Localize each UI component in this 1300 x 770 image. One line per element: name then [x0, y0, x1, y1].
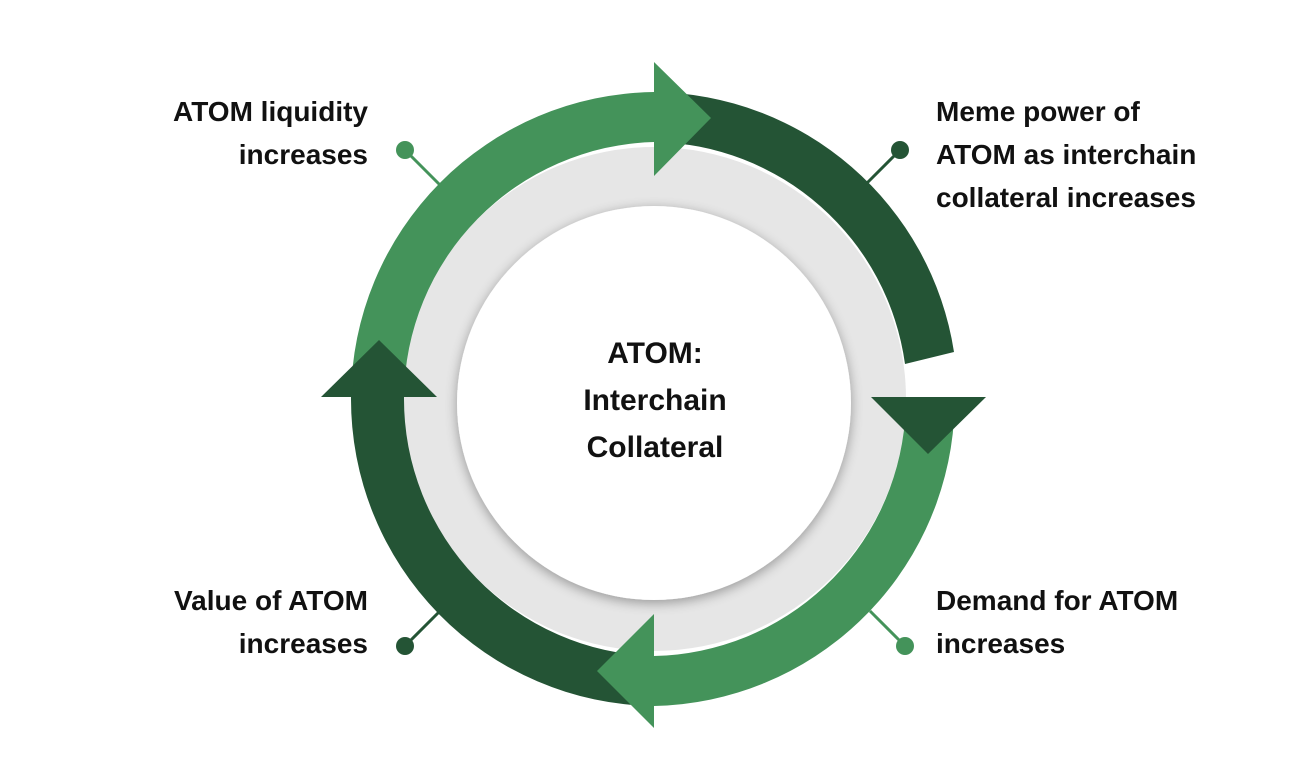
center-title-line: Interchain: [583, 384, 727, 417]
center-title: ATOM: Interchain Collateral: [505, 330, 805, 471]
arrow-head-bottom: [597, 614, 654, 728]
center-title-line: ATOM:: [607, 337, 703, 370]
arrow-head-left: [321, 340, 437, 397]
connector-top-left: [396, 141, 442, 187]
step-label-line: increases: [238, 628, 368, 659]
arrow-head-right: [871, 397, 986, 454]
step-label-line: ATOM liquidity: [173, 96, 368, 127]
step-label-line: Meme power of: [936, 96, 1140, 127]
connector-bottom-right: [868, 609, 914, 655]
step-label-line: ATOM as interchain: [936, 139, 1197, 170]
step-label-line: Demand for ATOM: [936, 585, 1179, 616]
step-label-line: collateral increases: [936, 182, 1196, 213]
step-label-liquidity: ATOM liquidity increases: [100, 90, 368, 176]
step-label-value: Value of ATOM increases: [100, 579, 368, 665]
connector-dot-bottom-left: [396, 637, 414, 655]
step-label-line: Value of ATOM: [174, 585, 368, 616]
connector-dot-top-left: [396, 141, 414, 159]
arrow-head-top: [654, 62, 711, 176]
step-label-line: increases: [238, 139, 368, 170]
step-label-meme-power: Meme power of ATOM as interchain collate…: [936, 90, 1276, 219]
step-label-line: increases: [936, 628, 1066, 659]
center-title-line: Collateral: [586, 431, 724, 464]
step-label-demand: Demand for ATOM increases: [936, 579, 1276, 665]
center-disc: [457, 206, 851, 600]
connector-dot-top-right: [891, 141, 909, 159]
connector-bottom-left: [396, 609, 442, 655]
connector-dot-bottom-right: [896, 637, 914, 655]
connector-top-right: [865, 141, 909, 185]
